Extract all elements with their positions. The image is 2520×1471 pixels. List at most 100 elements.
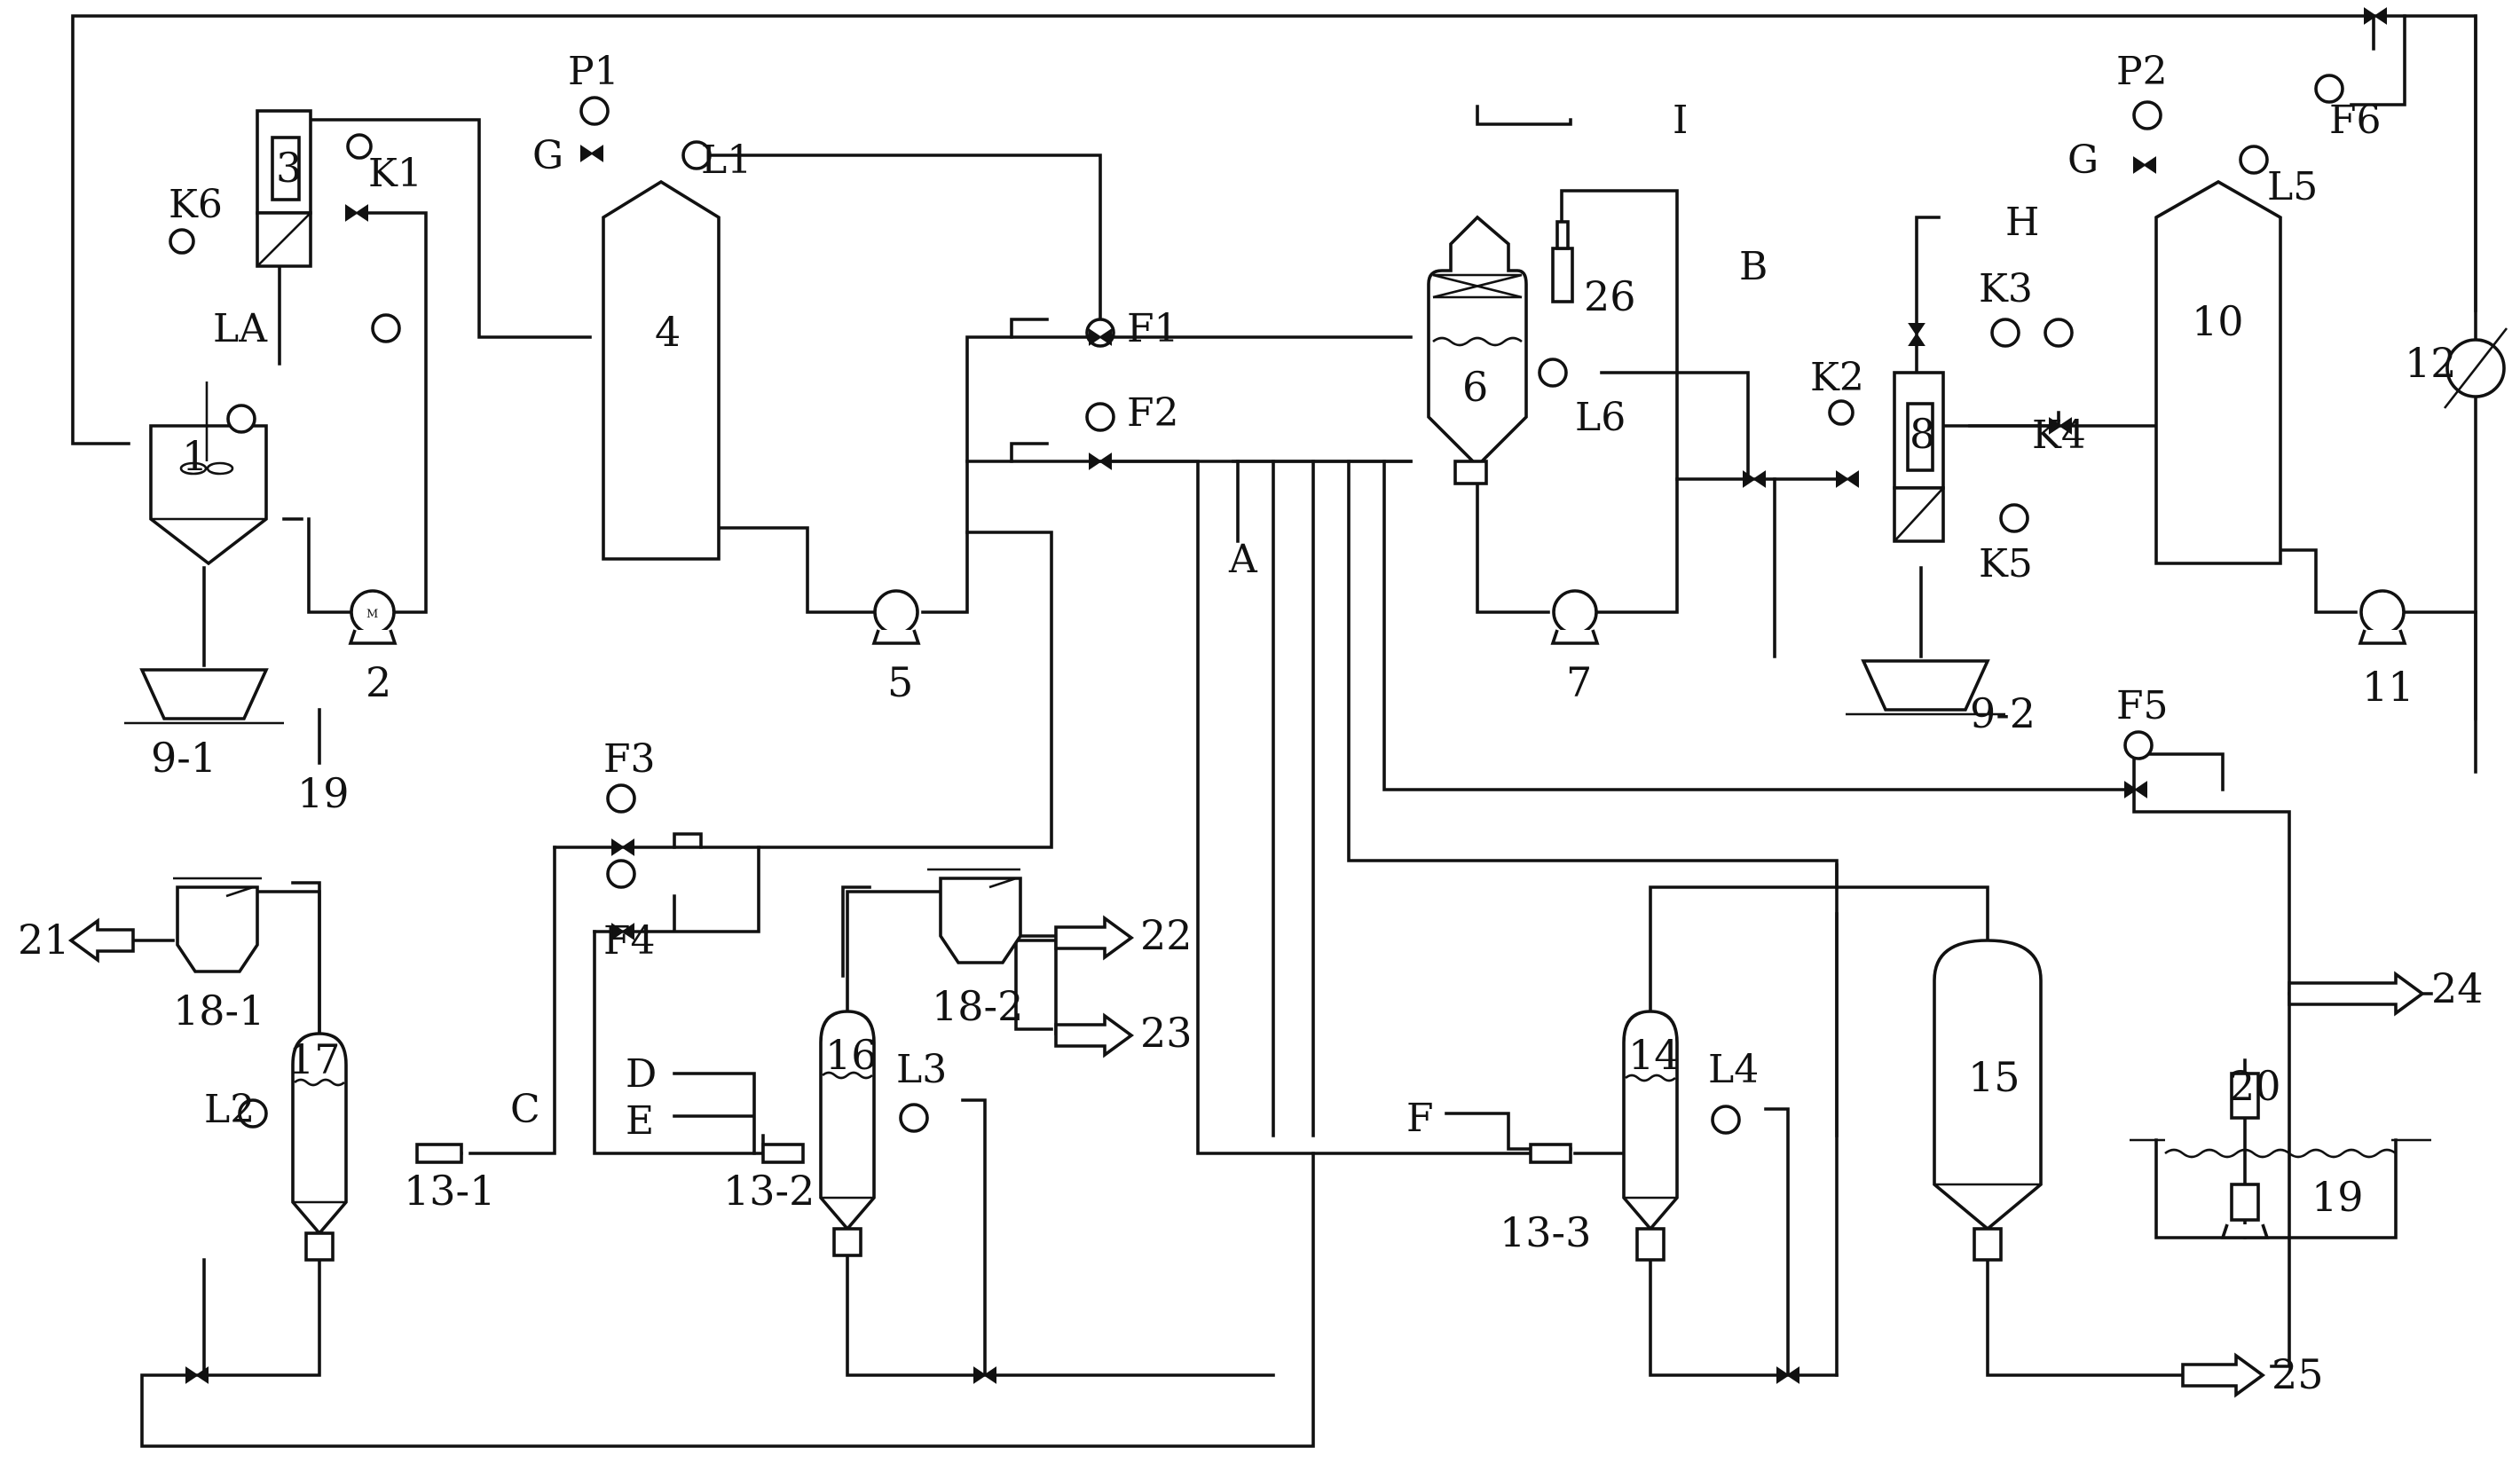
valve-icon bbox=[185, 1366, 209, 1384]
label-L6: L6 bbox=[1575, 395, 1626, 440]
eq-19a-label: 19 bbox=[297, 769, 350, 817]
mixer-13-3: 13-3 bbox=[1500, 1143, 1591, 1256]
vessel-15: 15 bbox=[1933, 939, 2043, 1262]
valves bbox=[185, 7, 2387, 1384]
valve-icon bbox=[1776, 1366, 1799, 1384]
eq-17-label: 17 bbox=[288, 1035, 341, 1083]
tc-icon bbox=[1999, 503, 2029, 533]
label-F: F bbox=[1406, 1096, 1434, 1141]
cyclone-18-1: 18-1 bbox=[173, 877, 264, 1034]
fc-icon bbox=[2314, 74, 2344, 104]
lc-icon bbox=[681, 140, 712, 170]
eq-1-label: 1 bbox=[182, 432, 208, 480]
reactor-14: 14 bbox=[1622, 1010, 1681, 1262]
pc-icon bbox=[579, 96, 610, 126]
label-L2: L2 bbox=[204, 1087, 255, 1132]
eq-6-label: 6 bbox=[1462, 363, 1488, 411]
pc-icon bbox=[2132, 100, 2162, 130]
fc-icon bbox=[606, 859, 636, 889]
lc-icon bbox=[1538, 358, 1568, 388]
label-B: B bbox=[1739, 244, 1768, 289]
pump-2: M 2 bbox=[348, 589, 398, 706]
column-3: 3 bbox=[256, 109, 312, 268]
eq-13-3-label: 13-3 bbox=[1500, 1208, 1591, 1256]
eq-13-1-label: 13-1 bbox=[404, 1167, 495, 1215]
pump-5: 5 bbox=[871, 589, 921, 706]
arrow-25-icon bbox=[2181, 1352, 2266, 1398]
tray-9-1: 9-1 bbox=[124, 668, 284, 782]
valve-icon bbox=[611, 838, 634, 856]
label-G2: G bbox=[2067, 138, 2099, 183]
label-K5: K5 bbox=[1979, 541, 2033, 586]
eq-20-label: 20 bbox=[2229, 1062, 2281, 1110]
eq-16-label: 16 bbox=[825, 1031, 878, 1079]
valve-icon bbox=[1908, 323, 1925, 346]
fi-icon bbox=[1990, 318, 2020, 348]
label-L3: L3 bbox=[896, 1047, 947, 1092]
label-H: H bbox=[2005, 200, 2039, 245]
eq-9-2-label: 9-2 bbox=[1970, 689, 2036, 737]
label-P1: P1 bbox=[568, 49, 619, 94]
tank-1: 1 bbox=[149, 382, 268, 566]
eq-10-label: 10 bbox=[2192, 297, 2244, 345]
fc-icon bbox=[2123, 730, 2154, 760]
tank-10: 10 bbox=[2154, 179, 2282, 565]
lc-icon bbox=[226, 404, 256, 434]
label-G1: G bbox=[532, 133, 563, 178]
mixer-13-2: 13-2 bbox=[723, 1143, 815, 1215]
label-K4: K4 bbox=[2032, 413, 2086, 458]
label-K2: K2 bbox=[1810, 355, 1864, 400]
arrow-24-icon bbox=[2288, 971, 2426, 1017]
label-F6: F6 bbox=[2329, 98, 2382, 143]
eq-7-label: 7 bbox=[1566, 658, 1592, 706]
valve-icon bbox=[345, 204, 368, 222]
eq-2-label: 2 bbox=[366, 658, 391, 706]
label-25: 25 bbox=[2272, 1350, 2324, 1398]
label-24: 24 bbox=[2431, 964, 2484, 1012]
tray-9-2: 9-2 bbox=[1846, 659, 2036, 737]
label-22: 22 bbox=[1140, 911, 1193, 959]
lc-icon bbox=[899, 1103, 929, 1133]
tc-icon bbox=[169, 228, 195, 255]
eq-11-label: 11 bbox=[2362, 663, 2414, 711]
fi-icon bbox=[346, 133, 373, 160]
cyclone-18-2: 18-2 bbox=[927, 868, 1023, 1030]
pump-7: 7 bbox=[1550, 589, 1600, 706]
valve-icon bbox=[580, 145, 603, 162]
arrow-22-icon bbox=[1054, 915, 1135, 961]
labels: P1 L1 G K1 K6 LA F1 F2 A I B L6 H K3 K2 … bbox=[18, 49, 2484, 1398]
filter-26: 26 bbox=[1551, 220, 1636, 320]
fr-icon bbox=[2044, 318, 2074, 348]
eq-13-2-label: 13-2 bbox=[723, 1167, 815, 1215]
valve-icon bbox=[1836, 470, 1859, 488]
valve-icon bbox=[973, 1366, 996, 1384]
reactor-17: 17 bbox=[288, 1032, 348, 1262]
valve-icon bbox=[2133, 156, 2156, 174]
eq-14-label: 14 bbox=[1628, 1031, 1681, 1079]
label-D: D bbox=[626, 1051, 657, 1097]
label-K1: K1 bbox=[368, 151, 422, 196]
valve-icon bbox=[1743, 470, 1766, 488]
label-F3: F3 bbox=[603, 736, 656, 782]
eq-12-label: 12 bbox=[2405, 339, 2457, 387]
label-E: E bbox=[626, 1098, 654, 1144]
label-F2: F2 bbox=[1127, 390, 1179, 436]
submersible-pump-20: 20 bbox=[2220, 1062, 2281, 1239]
basin-19: 19 bbox=[2130, 1138, 2431, 1221]
lc-icon bbox=[2239, 145, 2269, 175]
pump-2-code: M bbox=[366, 608, 378, 621]
ph-icon bbox=[1828, 399, 1855, 426]
eq-15-label: 15 bbox=[1968, 1053, 2020, 1101]
reactor-16: 16 bbox=[819, 1010, 878, 1257]
heat-exchanger-12: 12 bbox=[2405, 327, 2508, 409]
eq-5-label: 5 bbox=[887, 658, 913, 706]
mixer-13-1: 13-1 bbox=[404, 1143, 495, 1215]
valve-icon bbox=[2124, 781, 2147, 798]
valve-icon bbox=[2364, 7, 2387, 25]
instruments bbox=[169, 74, 2344, 1135]
valve-icon bbox=[1089, 328, 1112, 346]
column-8: 8 bbox=[1893, 371, 1945, 543]
eq-26-label: 26 bbox=[1584, 272, 1636, 320]
label-F5: F5 bbox=[2116, 683, 2169, 728]
